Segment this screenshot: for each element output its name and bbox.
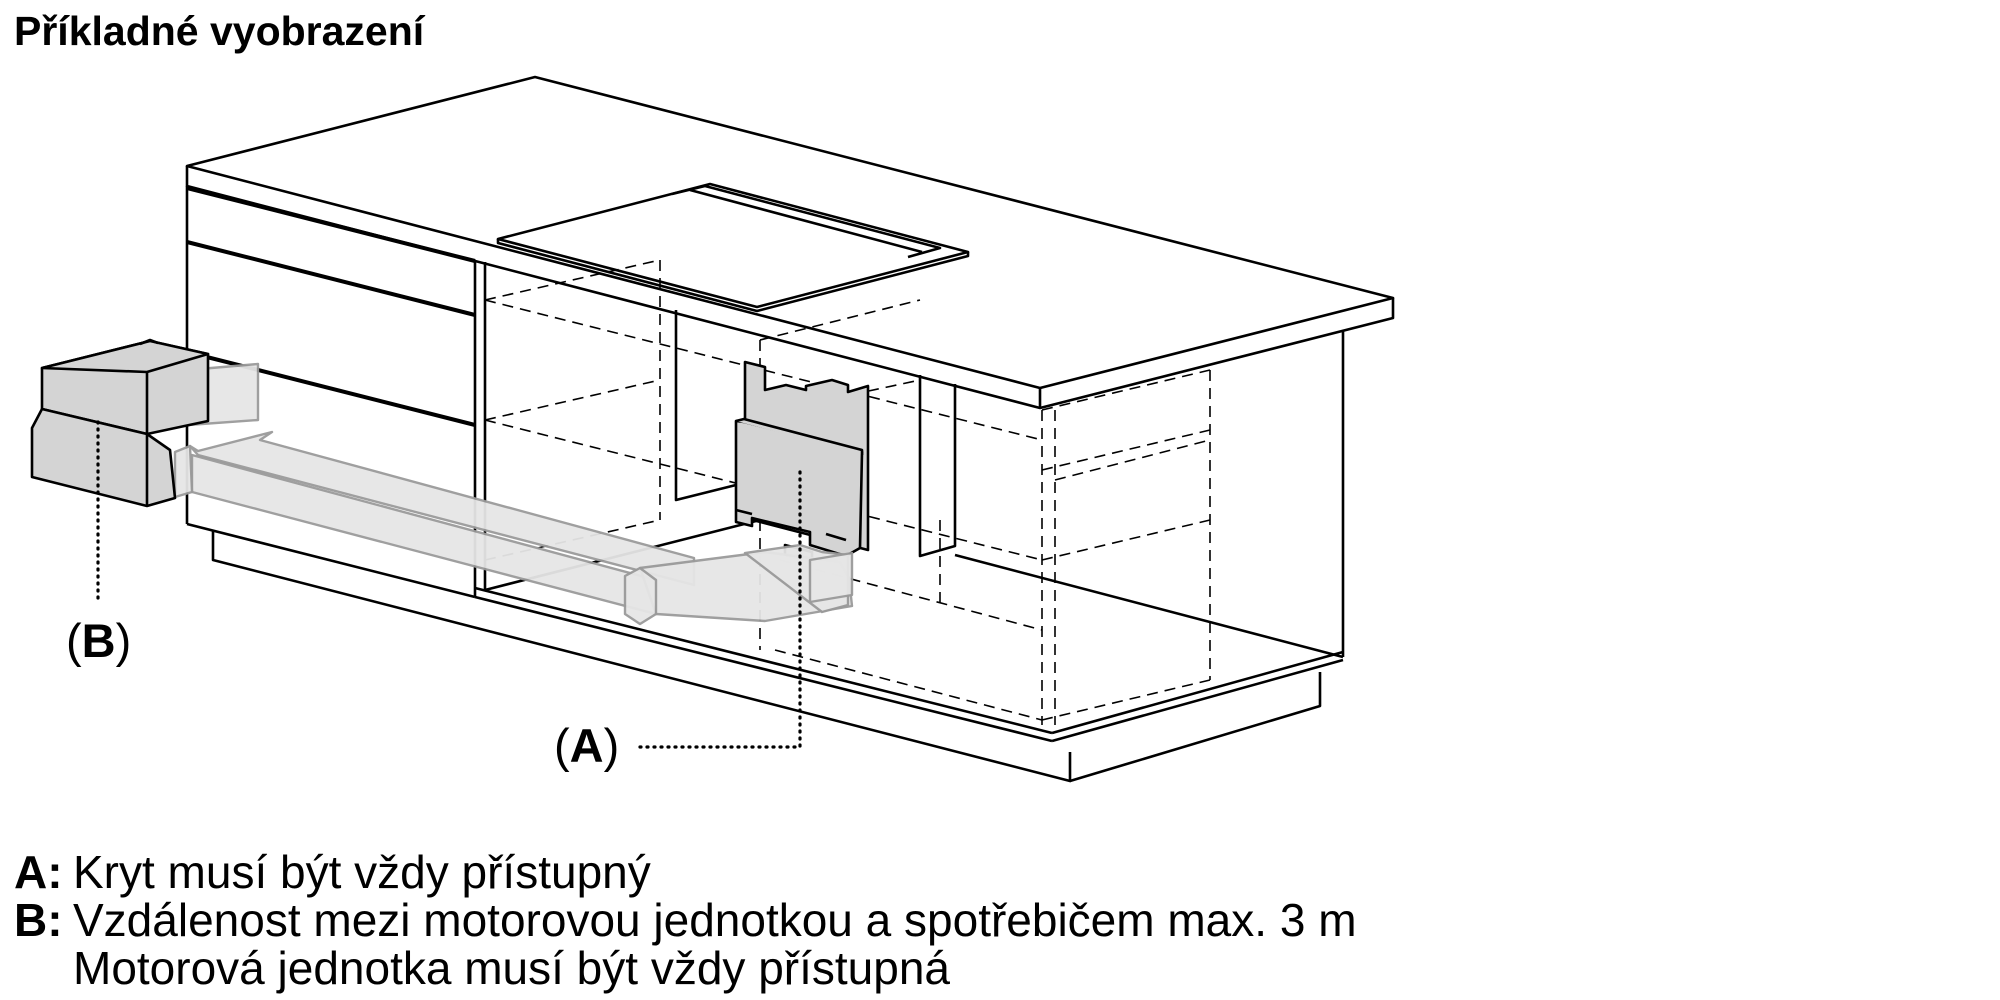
legend-key-a: A: xyxy=(14,846,63,898)
page-title: Příkladné vyobrazení xyxy=(14,8,425,54)
downdraft-unit xyxy=(734,360,870,564)
legend: A: Kryt musí být vždy přístupný B: Vzdál… xyxy=(14,848,1357,992)
legend-text-b-line1: Vzdálenost mezi motorovou jednotkou a sp… xyxy=(73,894,1357,946)
air-duct xyxy=(173,362,854,626)
callout-b: (B) xyxy=(66,614,132,667)
hidden-cabinet-lines xyxy=(484,259,1211,725)
legend-text-b-line2: Motorová jednotka musí být vždy přístupn… xyxy=(73,942,950,994)
leader-line-a xyxy=(638,470,802,749)
inner-panels xyxy=(484,310,1344,659)
legend-item-b: B: Vzdálenost mezi motorovou jednotkou a… xyxy=(14,896,1357,944)
legend-item-a: A: Kryt musí být vždy přístupný xyxy=(14,848,1357,896)
island-plinth xyxy=(211,531,1322,783)
legend-item-b-continued: Motorová jednotka musí být vždy přístupn… xyxy=(14,944,1357,992)
callout-b-letter: B xyxy=(81,614,116,667)
legend-text-a: Kryt musí být vždy přístupný xyxy=(73,846,651,898)
cooktop xyxy=(496,182,970,313)
motor-unit xyxy=(30,338,210,508)
countertop xyxy=(185,75,1395,410)
callout-a-letter: A xyxy=(569,719,604,772)
callout-a: (A) xyxy=(554,719,620,772)
legend-key-b: B: xyxy=(14,894,63,946)
